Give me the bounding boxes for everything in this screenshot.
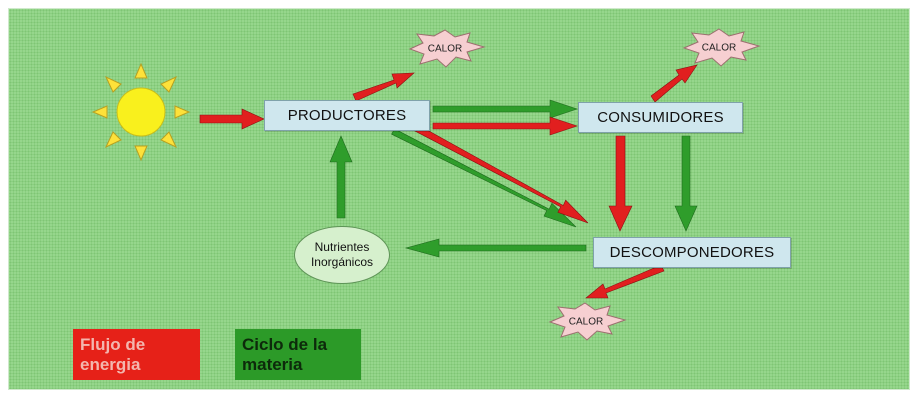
heat-burst-icon — [682, 28, 761, 67]
calor-label-descomponedores: CALOR — [568, 316, 604, 328]
consumidores-node: CONSUMIDORES — [578, 102, 743, 133]
diagram-canvas: PRODUCTORES CONSUMIDORES DESCOMPONEDORES… — [8, 8, 910, 390]
sun-icon — [91, 62, 191, 162]
descomponedores-label: DESCOMPONEDORES — [609, 244, 775, 261]
consumidores-label: CONSUMIDORES — [597, 109, 724, 126]
matter-arrow-cons-to-desc — [674, 135, 698, 232]
nutrientes-label-line2: Inorgánicos — [310, 255, 374, 269]
energy-arrow-prod-to-cons — [432, 116, 578, 136]
legend-matter-line1: Ciclo de la — [242, 335, 328, 354]
productores-label: PRODUCTORES — [287, 107, 407, 124]
energy-arrow-cons-to-heat — [650, 64, 698, 103]
matter-arrow-prod-to-cons — [432, 99, 578, 119]
energy-arrow-sun-to-prod — [199, 108, 265, 130]
heat-burst-icon — [548, 302, 627, 341]
legend-matter-cycle: Ciclo de la materia — [235, 329, 361, 380]
nutrientes-label-line1: Nutrientes — [314, 240, 370, 254]
calor-label-consumidores: CALOR — [701, 42, 737, 54]
energy-arrow-prod-to-heat — [352, 72, 415, 102]
energy-arrow-prod-to-desc — [408, 120, 589, 224]
productores-node: PRODUCTORES — [264, 100, 430, 131]
calor-label-productores: CALOR — [427, 43, 463, 55]
arrows-layer — [91, 28, 761, 341]
legend-energy-line2: energia — [80, 355, 141, 374]
energy-arrow-desc-to-heat — [585, 264, 665, 299]
matter-arrow-nutrients-to-prod — [329, 135, 353, 219]
matter-arrow-prod-to-desc — [391, 128, 577, 228]
legend-matter-line2: materia — [242, 355, 303, 374]
descomponedores-node: DESCOMPONEDORES — [593, 237, 791, 268]
nutrientes-inorganicos-node: Nutrientes Inorgánicos — [294, 226, 390, 284]
energy-arrow-cons-to-desc — [608, 135, 633, 232]
heat-burst-icon — [408, 29, 486, 68]
matter-arrow-desc-to-nutrients — [404, 238, 587, 258]
legend-energy-line1: Flujo de — [80, 335, 146, 354]
legend-energy-flow: Flujo de energia — [73, 329, 200, 380]
